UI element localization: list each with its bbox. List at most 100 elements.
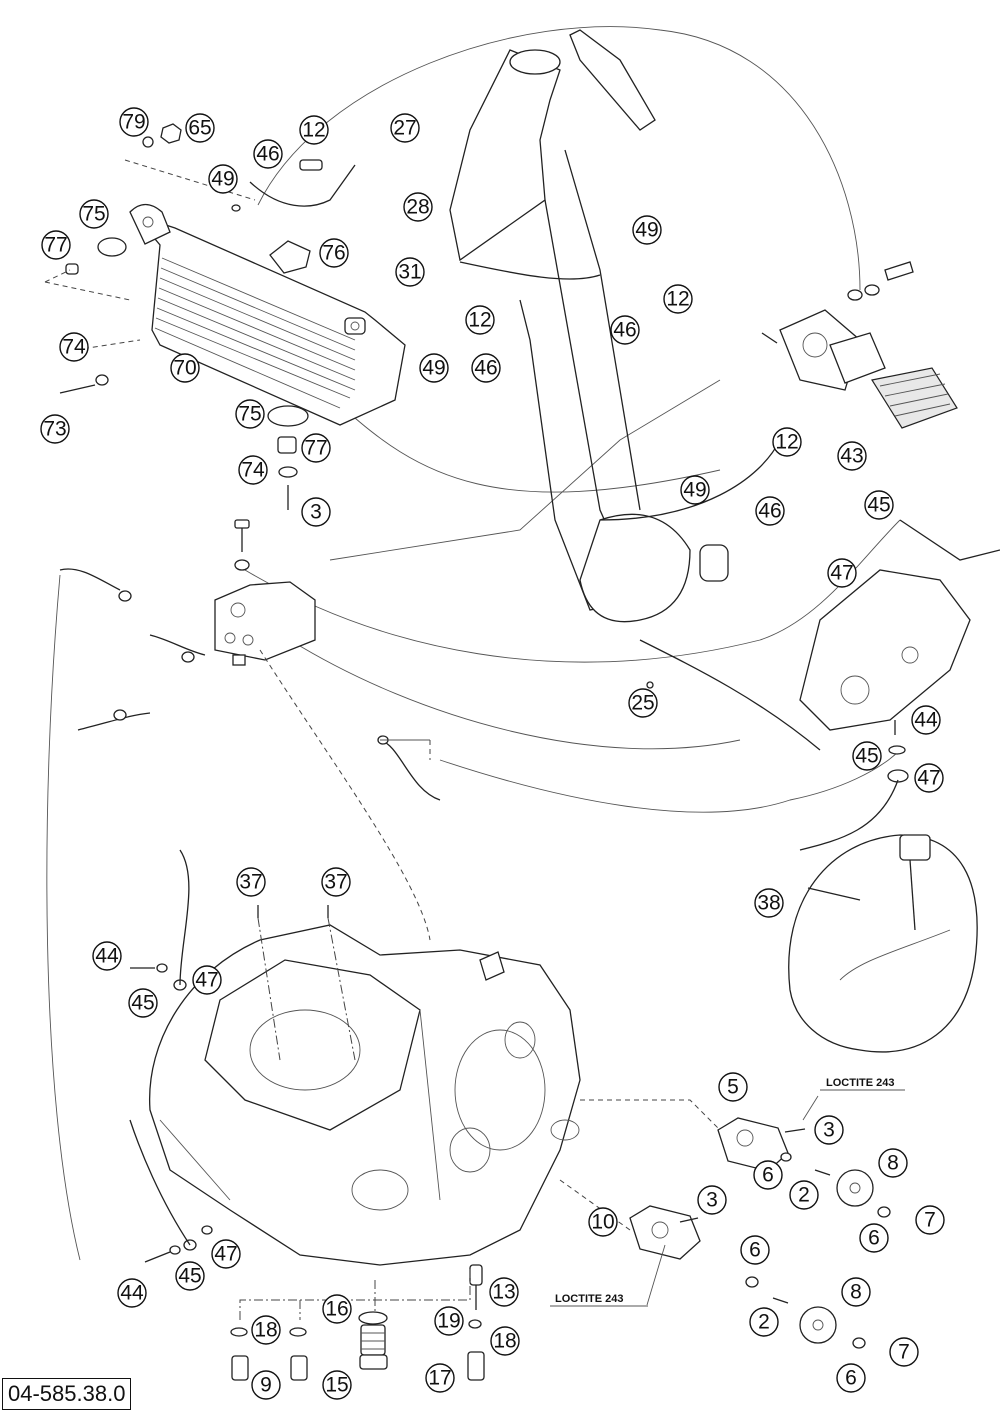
- callout-75: 75: [235, 399, 265, 429]
- callout-46: 46: [755, 496, 785, 526]
- callout-45-label: 45: [867, 494, 890, 517]
- callout-15: 15: [322, 1370, 352, 1400]
- callout-49-label: 49: [635, 219, 658, 242]
- callout-75-label: 75: [82, 203, 105, 226]
- callout-47: 47: [827, 558, 857, 588]
- callout-73-label: 73: [43, 418, 66, 441]
- frame: [449, 29, 821, 751]
- callout-44: 44: [117, 1278, 147, 1308]
- oil-cooler: [129, 203, 406, 426]
- callout-2: 2: [789, 1180, 819, 1210]
- callout-18: 18: [490, 1326, 520, 1356]
- callout-65-label: 65: [188, 117, 211, 140]
- callout-38-label: 38: [757, 892, 780, 915]
- callout-46-label: 46: [256, 143, 279, 166]
- callout-3-label: 3: [310, 501, 322, 524]
- callout-46-label: 46: [758, 500, 781, 523]
- callout-16: 16: [322, 1294, 352, 1324]
- callout-6-label: 6: [749, 1239, 761, 1262]
- callout-74-label: 74: [62, 336, 86, 359]
- callout-10-label: 10: [591, 1211, 614, 1234]
- callout-49: 49: [680, 475, 710, 505]
- callout-47: 47: [914, 763, 944, 793]
- callout-5-label: 5: [727, 1076, 739, 1099]
- callout-28-label: 28: [406, 196, 429, 219]
- callout-45: 45: [128, 988, 158, 1018]
- callout-3: 3: [301, 497, 331, 527]
- callout-45-label: 45: [855, 745, 878, 768]
- callout-12-label: 12: [775, 431, 798, 454]
- callout-7: 7: [889, 1337, 919, 1367]
- callout-17-label: 17: [428, 1367, 451, 1390]
- callout-12: 12: [465, 305, 495, 335]
- callout-3: 3: [814, 1115, 844, 1145]
- callout-12-label: 12: [302, 119, 325, 142]
- callout-2-label: 2: [758, 1311, 770, 1334]
- callout-5: 5: [718, 1072, 748, 1102]
- callout-77: 77: [41, 230, 71, 260]
- callout-47-label: 47: [195, 969, 218, 992]
- callout-47-label: 47: [214, 1243, 237, 1266]
- callout-76-label: 76: [322, 242, 345, 265]
- callout-43: 43: [837, 441, 867, 471]
- callout-6: 6: [753, 1160, 783, 1190]
- callout-75: 75: [79, 199, 109, 229]
- oil-line-routing: [46, 26, 901, 1261]
- callout-7-label: 7: [898, 1341, 910, 1364]
- crankcase: [148, 924, 581, 1266]
- callout-12-label: 12: [666, 288, 689, 311]
- callout-37: 37: [236, 867, 266, 897]
- callout-49-label: 49: [211, 168, 234, 191]
- callout-25-label: 25: [631, 692, 654, 715]
- callout-13-label: 13: [492, 1281, 515, 1304]
- gear-8a: [836, 1169, 874, 1207]
- callout-2-label: 2: [798, 1184, 810, 1207]
- callout-9: 9: [251, 1370, 281, 1400]
- callout-49-label: 49: [683, 479, 706, 502]
- callout-45: 45: [852, 741, 882, 771]
- callout-6-label: 6: [845, 1367, 857, 1390]
- callout-75-label: 75: [238, 403, 261, 426]
- callout-65: 65: [185, 113, 215, 143]
- callout-37-label: 37: [239, 871, 262, 894]
- callout-37-label: 37: [324, 871, 347, 894]
- callout-6: 6: [836, 1363, 866, 1393]
- callout-46: 46: [253, 139, 283, 169]
- callout-3: 3: [697, 1185, 727, 1215]
- callout-12: 12: [663, 284, 693, 314]
- callout-44-label: 44: [95, 945, 119, 968]
- callout-46: 46: [471, 353, 501, 383]
- callout-8-label: 8: [850, 1281, 862, 1304]
- callout-70: 70: [170, 353, 200, 383]
- callout-74: 74: [59, 332, 89, 362]
- callout-77: 77: [301, 433, 331, 463]
- callout-12-label: 12: [468, 309, 491, 332]
- callout-79-label: 79: [122, 111, 145, 134]
- callout-12: 12: [772, 427, 802, 457]
- callout-17: 17: [425, 1363, 455, 1393]
- crankcase-fittings: [129, 720, 909, 1263]
- callout-77-label: 77: [44, 234, 67, 257]
- callout-49: 49: [632, 215, 662, 245]
- filter-housing: [761, 261, 958, 429]
- oil-pumps: [629, 1117, 891, 1349]
- callout-25: 25: [628, 688, 658, 718]
- callout-18: 18: [251, 1315, 281, 1345]
- callout-44: 44: [92, 941, 122, 971]
- callout-31: 31: [395, 257, 425, 287]
- callout-45-label: 45: [178, 1265, 201, 1288]
- callout-43-label: 43: [840, 445, 863, 468]
- callout-6: 6: [859, 1223, 889, 1253]
- callout-3-label: 3: [706, 1189, 718, 1212]
- callout-8-label: 8: [887, 1152, 899, 1175]
- callout-46-label: 46: [613, 319, 636, 342]
- callout-77-label: 77: [304, 437, 327, 460]
- callout-7: 7: [915, 1205, 945, 1235]
- callout-49-label: 49: [422, 357, 445, 380]
- callout-45: 45: [175, 1261, 205, 1291]
- callout-74-label: 74: [241, 459, 265, 482]
- loctite-label-lower: LOCTITE 243: [555, 1293, 623, 1305]
- callout-76: 76: [319, 238, 349, 268]
- drawing-number: 04-585.38.0: [2, 1378, 132, 1410]
